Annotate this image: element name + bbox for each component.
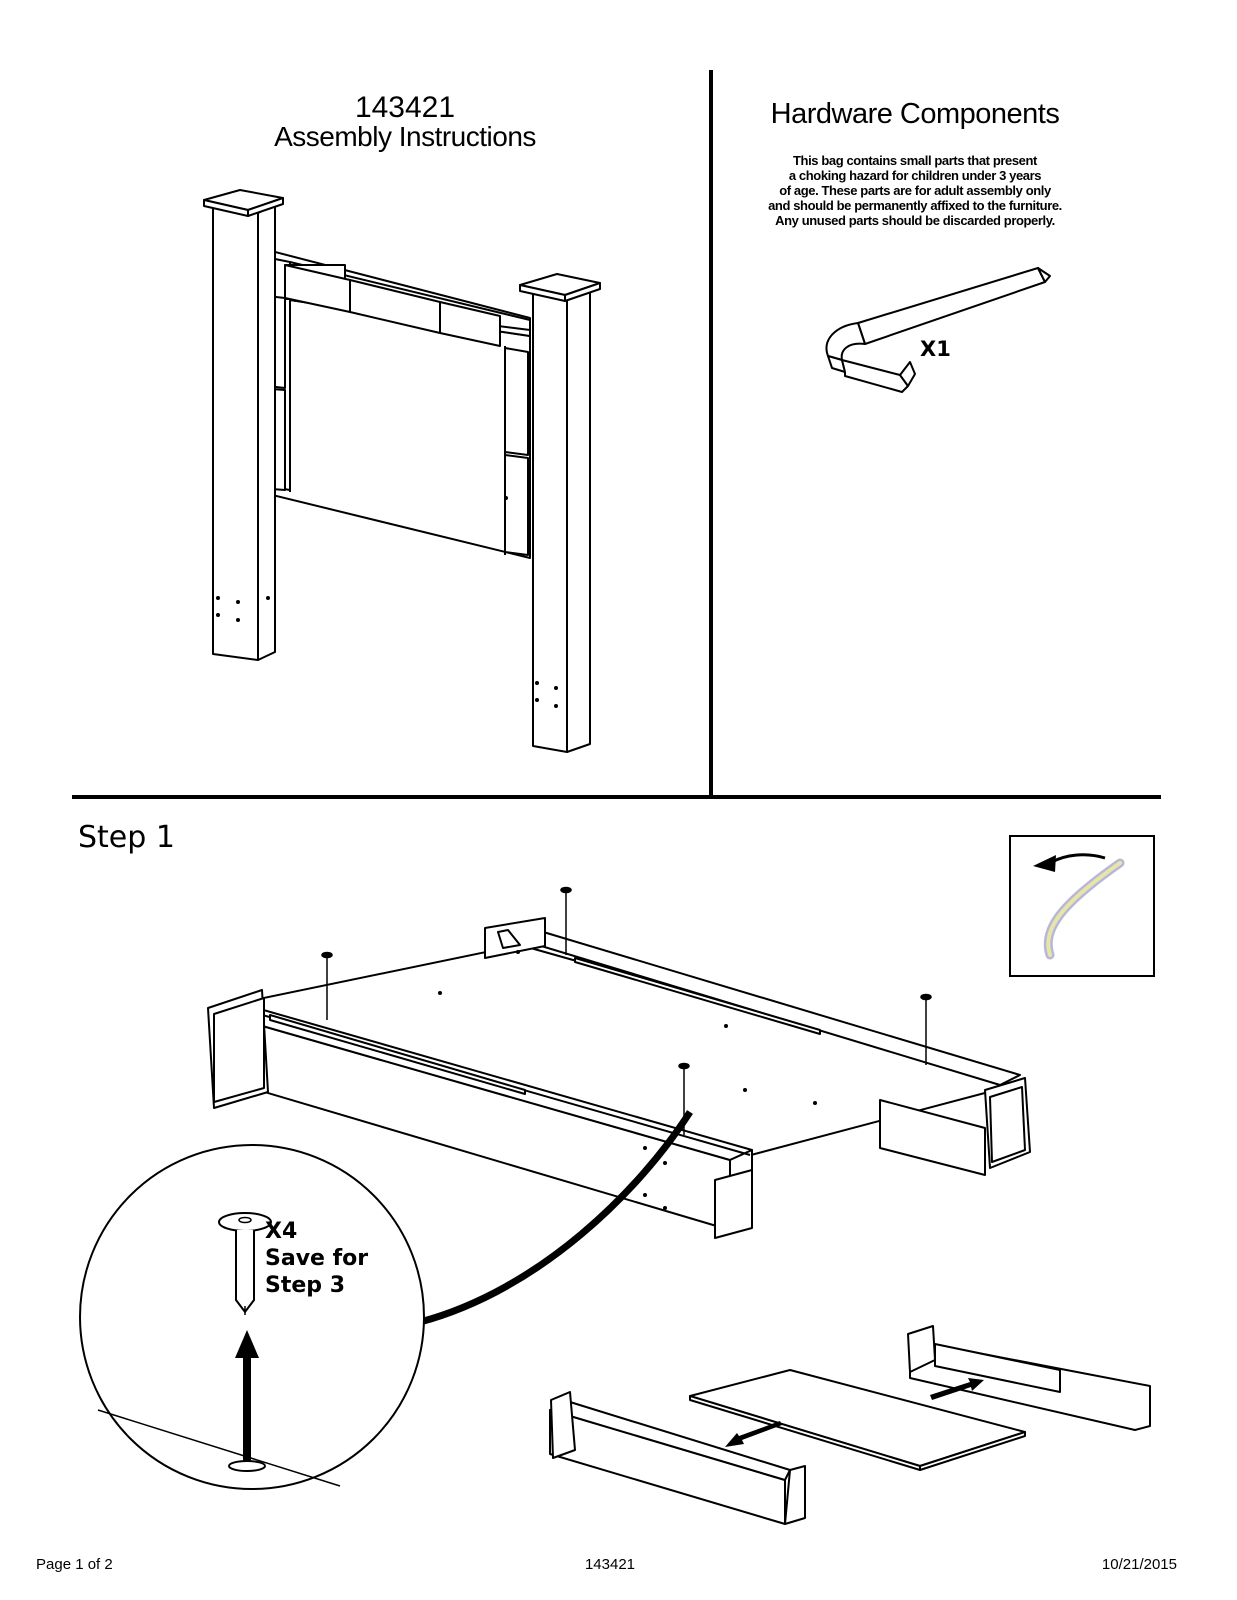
- allen-wrench-icon: [825, 267, 1051, 393]
- step-title: Step 1: [78, 820, 175, 855]
- platform-frame-illustration: [207, 917, 1031, 1239]
- exploded-parts-illustration: [549, 1325, 1151, 1525]
- save-note-line1: Save for: [265, 1246, 369, 1271]
- save-note-line2: Step 3: [265, 1273, 345, 1298]
- hardware-components-title: Hardware Components: [770, 98, 1060, 130]
- warning-line: a choking hazard for children under 3 ye…: [788, 168, 1042, 183]
- choking-hazard-warning: This bag contains small parts that prese…: [720, 153, 1110, 228]
- warning-line: of age. These parts are for adult assemb…: [779, 183, 1051, 198]
- callout-leader: [419, 1110, 693, 1326]
- footer-model-number: 143421: [584, 1556, 636, 1573]
- pin-detail-circle: [79, 1144, 425, 1490]
- wrench-turn-inset: [1009, 835, 1155, 977]
- warning-line: This bag contains small parts that prese…: [793, 153, 1037, 168]
- pin-quantity: X4: [265, 1219, 298, 1244]
- assembly-instructions-title: Assembly Instructions: [274, 121, 536, 152]
- model-number-title: 143421: [354, 91, 456, 124]
- dowel-pins: [321, 886, 932, 1135]
- page-indicator: Page 1 of 2: [36, 1556, 113, 1573]
- direction-arrows: [725, 1378, 984, 1447]
- headboard-illustration: [203, 189, 601, 753]
- warning-line: and should be permanently affixed to the…: [768, 198, 1062, 213]
- warning-line: Any unused parts should be discarded pro…: [775, 213, 1055, 228]
- footer-date: 10/21/2015: [1101, 1556, 1177, 1573]
- pin-detail-label: X4 Save for Step 3: [265, 1218, 368, 1299]
- allen-wrench-quantity: X1: [920, 337, 951, 361]
